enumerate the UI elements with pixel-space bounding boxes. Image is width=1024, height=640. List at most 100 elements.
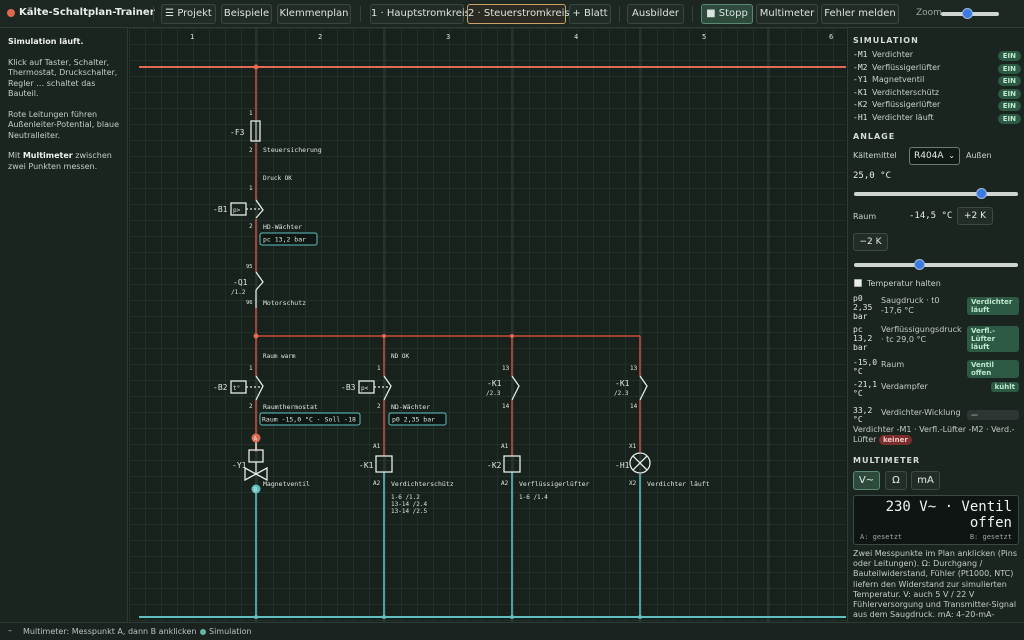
status-simulation: Simulation	[209, 627, 252, 636]
tab-main-circuit[interactable]: 1 · Hauptstromkreis	[370, 4, 470, 24]
indicator-lamp-h1[interactable]	[629, 452, 651, 474]
multimeter-probe-b[interactable]	[251, 484, 261, 494]
refrigerant-select[interactable]: R404A⌄	[909, 147, 960, 165]
zoom-label: Zoom	[916, 8, 942, 18]
solenoid-valve-y1[interactable]	[244, 440, 268, 482]
junction-dot	[382, 334, 386, 338]
fuse-f3[interactable]	[250, 120, 261, 142]
multimeter-button[interactable]: Multimeter	[756, 4, 818, 24]
simulation-indicator-icon	[200, 629, 206, 635]
motor-protection-q1[interactable]	[255, 271, 264, 308]
report-fault-button[interactable]: Fehler melden	[821, 4, 899, 24]
contactor-k1-coil[interactable]	[375, 455, 393, 473]
zoom-slider[interactable]	[941, 8, 999, 19]
stop-simulation-button[interactable]: ■ Stopp	[701, 4, 753, 24]
reading-status-badge: Verdichter läuft	[967, 297, 1019, 315]
pin-label: 1	[249, 365, 253, 372]
pin-label: 14	[502, 403, 510, 410]
component-name: Verflüssigerlüfter	[872, 100, 941, 109]
status-chevron: –	[8, 626, 12, 635]
probe-b-status: B: gesetzt	[969, 533, 1012, 541]
component-code: -H1	[853, 112, 868, 122]
room-temp-slider-handle[interactable]	[914, 259, 926, 270]
pin-label: 95	[246, 264, 253, 270]
plant-heading: ANLAGE	[853, 132, 896, 141]
add-sheet-button[interactable]: + Blatt	[569, 4, 611, 24]
help-text-wires: Rote Leitungen führen Außenleiter-Potent…	[8, 109, 119, 140]
top-toolbar: Kälte-Schaltplan-Trainer ☰ Projekt Beisp…	[0, 0, 1024, 28]
terminal-plan-button[interactable]: Klemmenplan	[277, 4, 351, 24]
outdoor-temp-slider[interactable]	[854, 188, 1018, 199]
pin-label: 96	[246, 300, 253, 306]
zoom-slider-handle[interactable]	[961, 8, 973, 19]
junction-dot	[510, 334, 514, 338]
reading-status-badge: Verfl.-Lüfter läuft	[967, 326, 1019, 352]
multimeter-mode-voltage[interactable]: V~	[853, 471, 880, 490]
pressure-switch-b3[interactable]	[358, 375, 392, 401]
outdoor-label: Außen	[966, 151, 992, 160]
hold-temperature-checkbox[interactable]	[854, 279, 862, 287]
outdoor-temp-slider-handle[interactable]	[976, 188, 988, 199]
status-multimeter-hint: Multimeter: Messpunkt A, dann B anklicke…	[23, 627, 197, 636]
probe-a-status: A: gesetzt	[860, 533, 903, 541]
b1-reading-box	[259, 232, 318, 246]
component-code: -M2	[853, 62, 868, 72]
instructor-button[interactable]: Ausbilder	[627, 4, 684, 24]
k1-contact-ref: /2.3	[614, 390, 629, 397]
toolbar-divider	[360, 6, 361, 22]
refrigerant-label: Kältemittel	[853, 151, 897, 160]
multimeter-mode-ohm[interactable]: Ω	[885, 471, 907, 490]
k1-coil-desc: Verdichterschütz	[391, 480, 454, 488]
column-number: 6	[829, 33, 833, 41]
h1-desc: Verdichter läuft	[647, 480, 710, 488]
component-code: -K2	[853, 100, 868, 109]
k2-coil-tag: -K2	[487, 461, 502, 470]
pin-label: 1	[249, 185, 253, 192]
contactor-k1-aux-contact[interactable]	[511, 375, 520, 401]
live-wire[interactable]	[255, 67, 641, 456]
pin-label: A1	[373, 443, 381, 450]
fuse-f3-desc: Steuersicherung	[263, 146, 322, 154]
pressure-switch-b1[interactable]	[230, 199, 264, 219]
fault-summary: Verdichter -M1 · Verfl.-Lüfter -M2 · Ver…	[853, 425, 1015, 445]
thermostat-b2[interactable]	[230, 375, 264, 401]
multimeter-mode-ma[interactable]: mA	[911, 471, 940, 490]
room-temp-slider[interactable]	[854, 259, 1018, 270]
contactor-k1-aux-contact[interactable]	[639, 375, 648, 401]
component-state-badge: EIN	[997, 76, 1021, 86]
h1-tag: -H1	[615, 461, 630, 470]
room-temp-plus-button[interactable]: +2 K	[957, 207, 993, 225]
component-name: Verdichter	[872, 50, 914, 59]
reading-status-badge: kühlt	[990, 382, 1019, 392]
multimeter-probe-a[interactable]	[251, 433, 261, 443]
project-menu-button[interactable]: ☰ Projekt	[161, 4, 216, 24]
neutral-wire[interactable]	[255, 472, 641, 617]
multimeter-reading: 230 V~ · Ventil offen	[885, 499, 1012, 531]
app-logo-icon	[7, 9, 15, 17]
fuse-f3-tag: -F3	[230, 128, 245, 137]
k1-coil-tag: -K1	[359, 461, 374, 470]
contactor-k2-coil[interactable]	[503, 455, 521, 473]
schematic-canvas[interactable]: 1 2 3 4 5 6	[129, 28, 846, 622]
room-temp-value: -14,5 °C	[909, 211, 953, 221]
chevron-down-icon: ⌄	[948, 151, 955, 160]
room-temp-minus-button[interactable]: −2 K	[853, 233, 888, 251]
examples-button[interactable]: Beispiele	[221, 4, 272, 24]
control-circuit-schematic[interactable]: 1 2 3 4 5 6	[129, 28, 846, 622]
room-label: Raum	[853, 212, 877, 221]
probe-a-label: A	[254, 436, 258, 443]
tab-control-circuit[interactable]: 2 · Steuerstromkreis	[467, 4, 570, 24]
pin-label: X2	[629, 480, 637, 487]
k1-contact-ref: /2.3	[486, 390, 501, 397]
b1-symbol: p>	[233, 207, 241, 214]
simulation-heading: SIMULATION	[853, 36, 919, 45]
b2-reading: Raum -15,0 °C · Soll -18	[262, 416, 356, 424]
pin-label: 2	[377, 403, 381, 410]
